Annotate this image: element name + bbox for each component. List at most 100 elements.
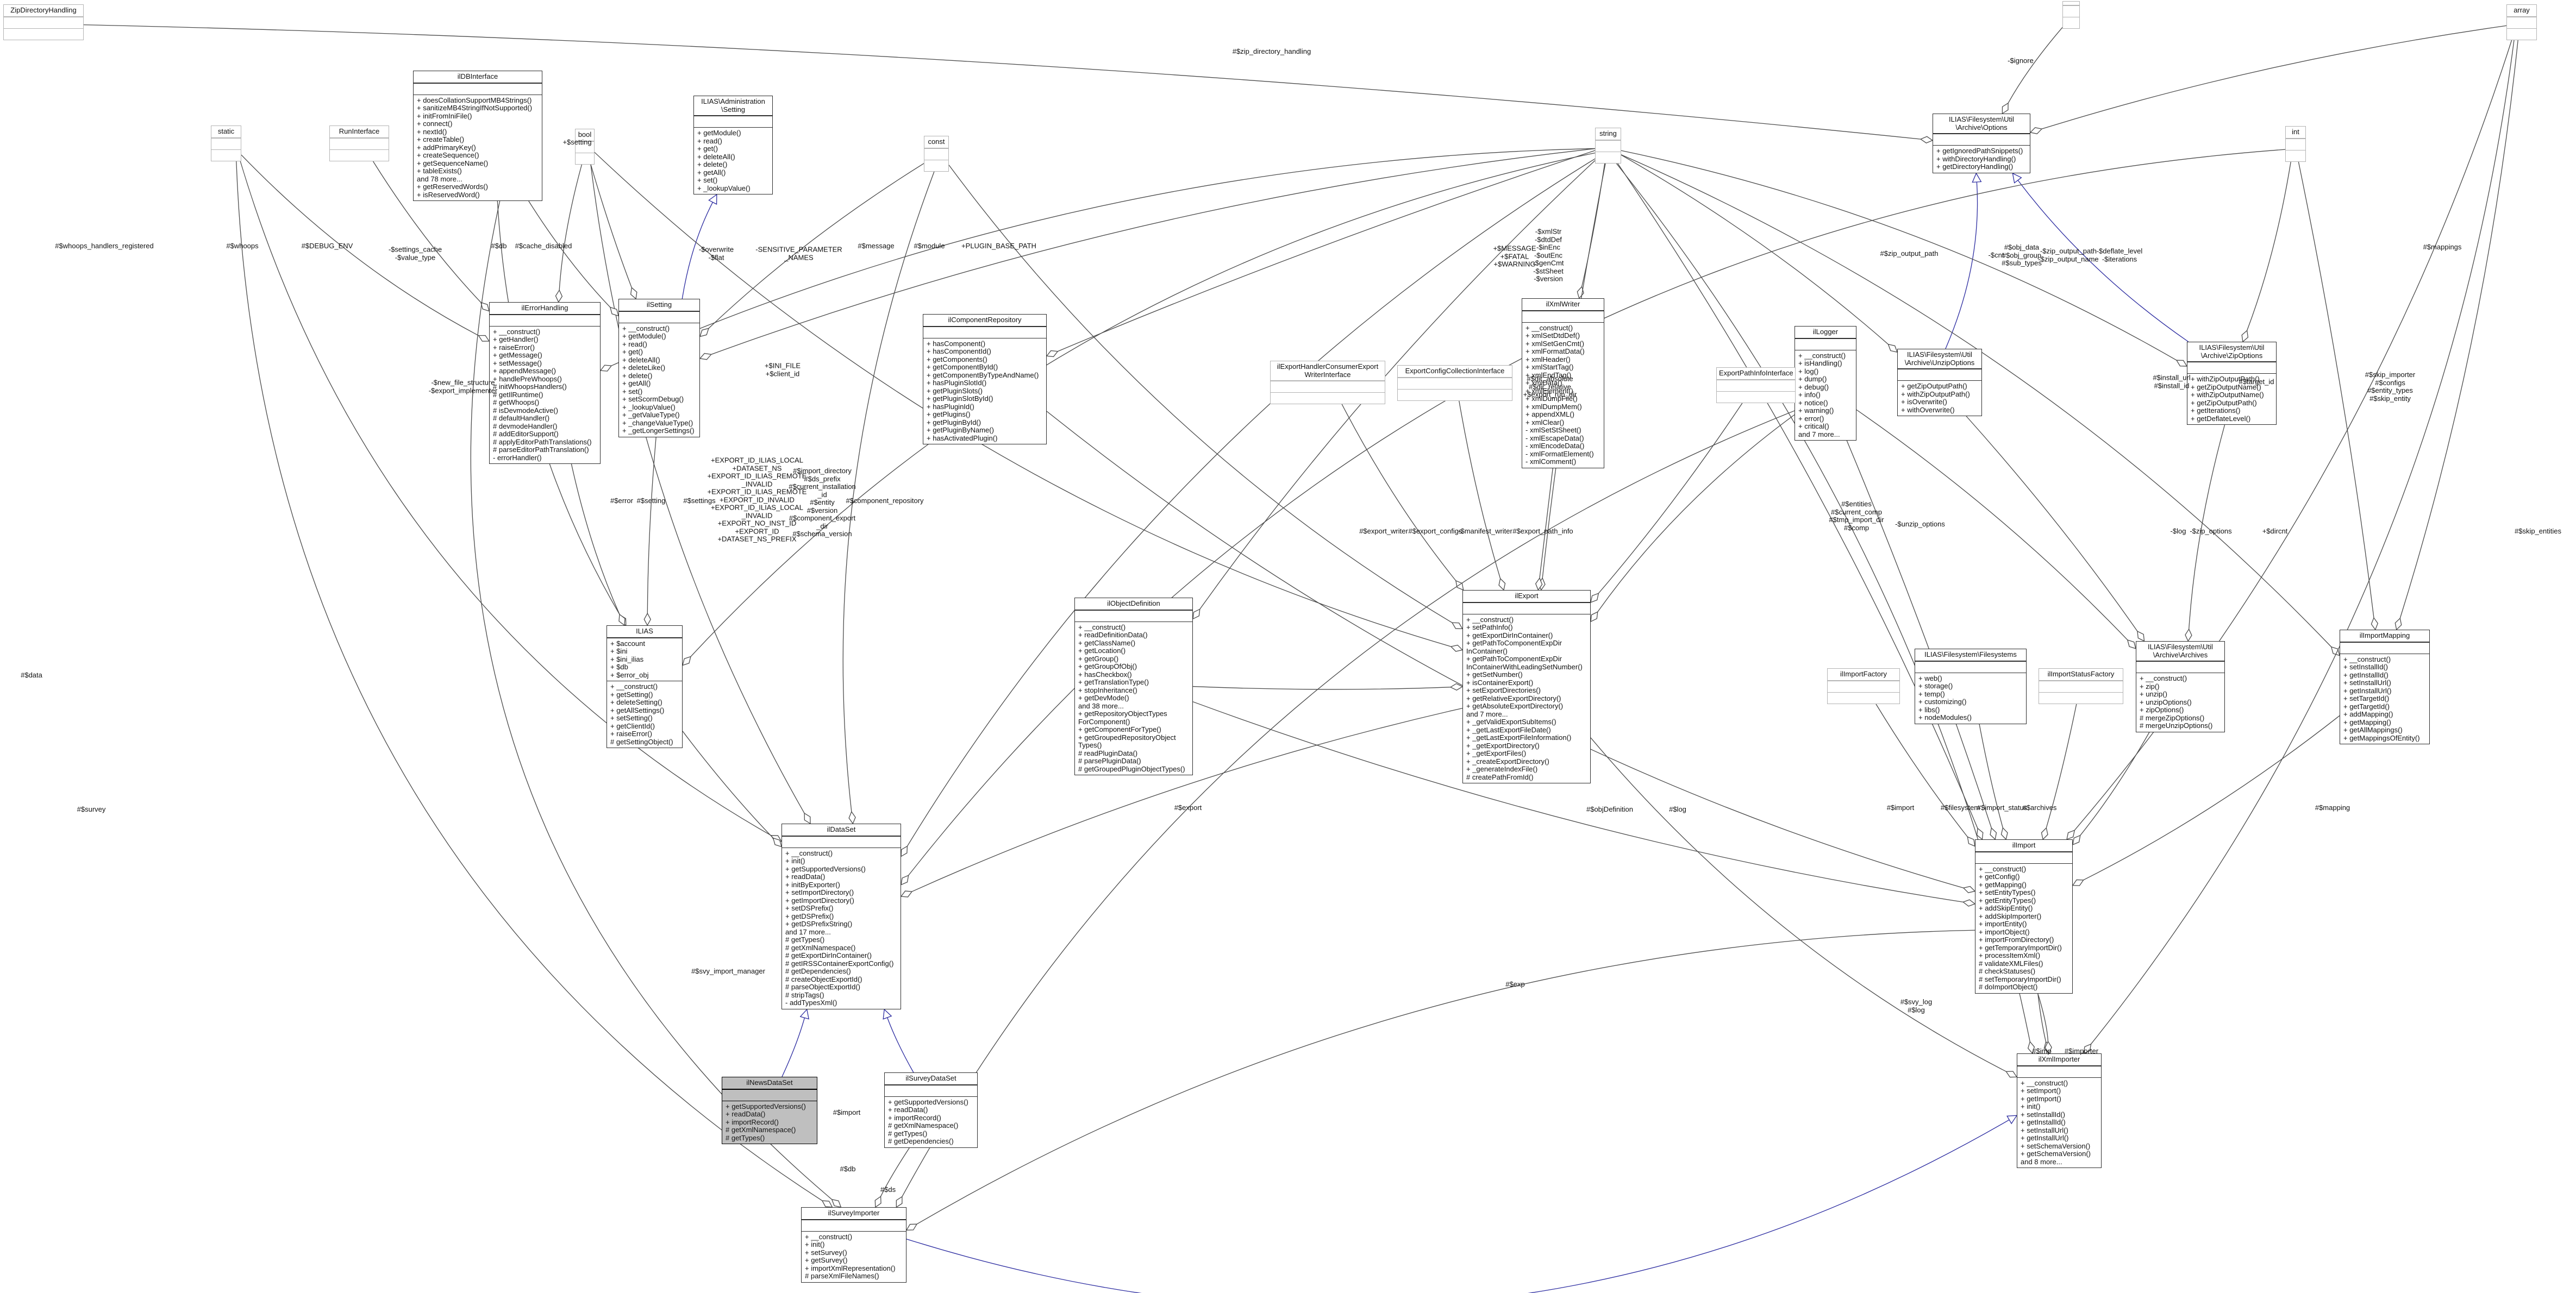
attributes-compartment [802, 1219, 906, 1231]
class-node-int[interactable]: int [2285, 126, 2306, 162]
method: + sanitizeMB4StringIfNotSupported() [417, 104, 533, 112]
methods-compartment: + getZipOutputPath()+ withZipOutputPath(… [1898, 380, 1981, 416]
class-title: array [2507, 5, 2536, 17]
class-node-importmapping[interactable]: ilImportMapping+ __construct()+ setInsta… [2340, 630, 2430, 744]
method: + xmlStartTag() [1525, 363, 1574, 371]
class-node-zipopt[interactable]: ILIAS\Filesystem\Util \Archive\ZipOption… [2187, 342, 2277, 425]
class-node-ilias[interactable]: ILIAS+ $account+ $ini+ $ini_ilias+ $db+ … [607, 625, 683, 748]
class-node-dbif[interactable]: ilDBInterface+ doesCollationSupportMB4St… [413, 71, 542, 201]
method: + read() [622, 340, 647, 348]
class-title: ilDataSet [782, 824, 901, 836]
methods-compartment [2286, 149, 2305, 161]
method: - xmlEncodeData() [1525, 442, 1585, 450]
class-node-objdef[interactable]: ilObjectDefinition+ __construct()+ readD… [1074, 598, 1193, 775]
method: + _getLongerSettings() [622, 427, 695, 435]
class-title: ilXmlImporter [2017, 1054, 2101, 1066]
attribute: + $ini [610, 648, 628, 655]
class-node-import[interactable]: ilImport+ __construct()+ getConfig()+ ge… [1975, 839, 2073, 994]
class-node-adminsetting[interactable]: ILIAS\Administration \Setting+ getModule… [693, 96, 773, 194]
method: # getXmlNamespace() [785, 944, 856, 952]
class-node-const[interactable]: const [924, 136, 949, 172]
class-node-dataset[interactable]: ilDataSet+ __construct()+ init()+ getSup… [781, 824, 901, 1009]
class-node-runif[interactable]: RunInterface [329, 125, 389, 161]
method: + libs() [1918, 706, 1940, 714]
class-title: ilObjectDefinition [1075, 598, 1192, 610]
class-node-static[interactable]: static [211, 125, 241, 161]
method: + initFromIniFile() [417, 112, 472, 120]
method: + setSurvey() [805, 1248, 847, 1257]
attributes-compartment [782, 836, 901, 848]
class-node-importfactory[interactable]: ilImportFactory [1827, 668, 1900, 704]
method: + getConfig() [1979, 873, 2020, 881]
class-title: ILIAS [607, 626, 682, 638]
method: + xmlSetDtdDef() [1525, 332, 1580, 340]
class-node-expconfigcoll[interactable]: ExportConfigCollectionInterface [1397, 365, 1512, 401]
class-node-options[interactable]: ILIAS\Filesystem\Util \Archive\Options+ … [1933, 114, 2030, 173]
class-node-bool[interactable]: bool [575, 129, 595, 165]
class-node-string[interactable]: string [1595, 128, 1621, 164]
method: # getGroupedPluginObjectTypes() [1078, 765, 1185, 773]
method: + hasPluginId() [927, 403, 974, 411]
method: + info() [1798, 391, 1821, 399]
method: + _getValidExportSubItems() [1466, 718, 1556, 726]
class-node-array[interactable]: array [2506, 4, 2537, 40]
class-node-sliver[interactable] [2062, 1, 2080, 29]
class-node-xmlimporter[interactable]: ilXmlImporter+ __construct()+ setImport(… [2017, 1053, 2102, 1168]
method: + getAll() [622, 380, 651, 387]
class-node-surveyimporter[interactable]: ilSurveyImporter+ __construct()+ init()+… [801, 1207, 906, 1283]
method: + getDSPrefix() [785, 912, 834, 920]
method: + storage() [1918, 682, 1953, 690]
method: + getComponentForType() [1078, 726, 1161, 733]
class-node-zipdh[interactable]: ZipDirectoryHandling [3, 4, 84, 40]
method: and 8 more... [2021, 1158, 2062, 1166]
methods-compartment: + __construct()+ init()+ setSurvey()+ ge… [802, 1231, 906, 1282]
class-title [2063, 2, 2079, 5]
attributes-compartment [2039, 680, 2123, 692]
class-node-filesystems[interactable]: ILIAS\Filesystem\Filesystems+ web()+ sto… [1915, 649, 2027, 724]
method: + getGroupedRepositoryObject [1078, 733, 1176, 742]
class-node-surveydataset[interactable]: ilSurveyDataSet+ getSupportedVersions()+… [884, 1072, 978, 1148]
method: + appendXML() [1525, 411, 1574, 418]
method: + deleteAll() [622, 356, 660, 364]
method: + init() [2021, 1103, 2041, 1110]
method: + getImport() [2021, 1095, 2061, 1103]
method: # getTypes() [785, 936, 825, 944]
method: + importObject() [1979, 928, 2030, 936]
method: - addTypesXml() [785, 999, 837, 1007]
method: + doesCollationSupportMB4Strings() [417, 96, 532, 104]
attributes-compartment [1075, 610, 1192, 622]
class-node-exphconsumer[interactable]: ilExportHandlerConsumerExport WriterInte… [1270, 361, 1385, 404]
method: + delete() [622, 372, 653, 380]
methods-compartment: + doesCollationSupportMB4Strings()+ sani… [414, 94, 542, 201]
class-node-xmlwriter[interactable]: ilXmlWriter+ __construct()+ xmlSetDtdDef… [1522, 298, 1604, 468]
method: + getPathToComponentExpDir [1466, 655, 1562, 663]
class-node-export[interactable]: ilExport+ __construct()+ setPathInfo()+ … [1462, 590, 1591, 783]
class-node-errh[interactable]: ilErrorHandling+ __construct()+ getHandl… [489, 302, 601, 464]
method: + _getValueType() [622, 411, 680, 419]
class-title: ILIAS\Administration \Setting [694, 96, 772, 116]
class-node-unzipopt[interactable]: ILIAS\Filesystem\Util \Archive\UnzipOpti… [1897, 349, 1982, 416]
attributes-compartment [2187, 362, 2276, 373]
attributes-compartment [1933, 134, 2030, 145]
class-title: ILIAS\Filesystem\Util \Archive\ZipOption… [2187, 342, 2276, 362]
methods-compartment [330, 149, 389, 161]
method: + processItemXml() [1979, 952, 2041, 959]
methods-compartment: + hasComponent()+ hasComponentId()+ getC… [923, 337, 1046, 444]
method: + zip() [2140, 682, 2160, 691]
method: + init() [785, 857, 805, 865]
class-node-archives[interactable]: ILIAS\Filesystem\Util \Archive\Archives+… [2136, 641, 2225, 732]
methods-compartment: + getIgnoredPathSnippets()+ withDirector… [1933, 145, 2030, 173]
method: + setEntityTypes() [1979, 889, 2036, 896]
class-node-setting[interactable]: ilSetting+ __construct()+ getModule()+ r… [618, 299, 700, 437]
class-node-logger[interactable]: ilLogger+ __construct()+ isHandling()+ l… [1795, 326, 1856, 441]
class-node-newsdataset[interactable]: ilNewsDataSet+ getSupportedVersions()+ r… [722, 1077, 817, 1144]
method: # getSettingObject() [610, 738, 673, 746]
attributes-compartment [923, 326, 1046, 338]
class-node-comprepo[interactable]: ilComponentRepository+ hasComponent()+ h… [923, 314, 1047, 444]
methods-compartment [1717, 391, 1795, 403]
class-node-importstatusfactory[interactable]: ilImportStatusFactory [2039, 668, 2123, 704]
class-title: static [211, 126, 241, 138]
class-node-exppathif[interactable]: ExportPathInfoInterface [1716, 367, 1796, 403]
method: + setInstallUrl() [2021, 1126, 2068, 1134]
method: + _createExportDirectory() [1466, 757, 1549, 765]
